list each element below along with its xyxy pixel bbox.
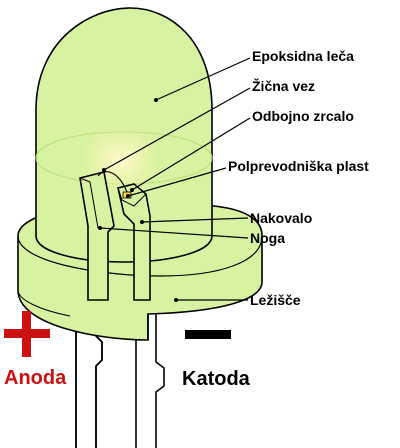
wire-bond-shape — [97, 171, 128, 193]
plus-symbol — [4, 311, 50, 357]
cathode-label: Katoda — [182, 368, 250, 390]
label-semiconductor-die: Polprevodniška plast — [228, 158, 369, 174]
label-wire-bond: Žična vez — [252, 78, 316, 94]
leader-dots — [98, 98, 178, 302]
anode-post — [79, 171, 115, 301]
label-reflective-cavity: Odbojno zrcalo — [252, 108, 354, 124]
leader-anvil — [141, 217, 249, 223]
leader-epoxy-lens — [155, 57, 251, 101]
leader-semiconductor-die — [127, 167, 227, 197]
label-post: Noga — [250, 230, 285, 246]
minus-symbol — [185, 330, 231, 339]
label-epoxy-lens: Epoksidna leča — [252, 48, 354, 64]
label-flat-spot: Ležišče — [250, 292, 301, 308]
leader-lines — [99, 57, 251, 301]
leader-wire-bond — [103, 87, 251, 171]
anode-label: Anoda — [4, 367, 67, 389]
leader-post — [99, 227, 249, 239]
label-anvil: Nakovalo — [250, 210, 313, 226]
leader-reflective-cavity — [131, 117, 251, 191]
cathode-anvil — [117, 183, 151, 301]
